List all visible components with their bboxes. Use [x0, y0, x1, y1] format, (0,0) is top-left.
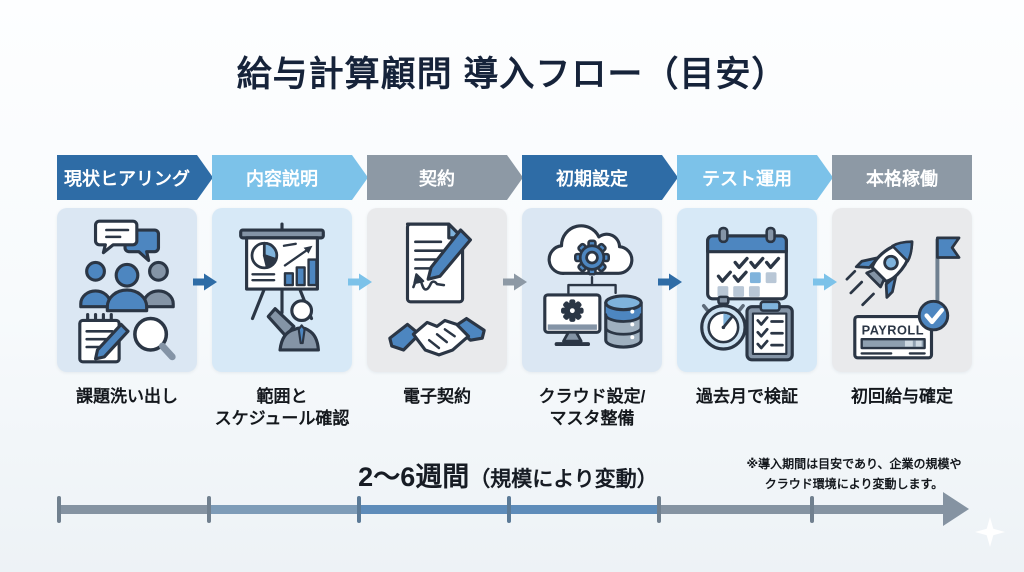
step-header-3: 契約	[367, 155, 523, 200]
step-column-5: テスト運用	[677, 155, 817, 430]
step-card-4	[522, 208, 662, 372]
step-column-1: 現状ヒアリング	[57, 155, 197, 430]
caption-line: 初回給与確定	[851, 387, 953, 406]
step-header-4: 初期設定	[522, 155, 678, 200]
next-step-arrow-icon	[657, 273, 682, 291]
signed-document-pen-handshake-icon	[388, 222, 486, 357]
timeline-segment	[209, 505, 359, 514]
step-label: 契約	[419, 168, 455, 189]
step-caption-4: クラウド設定/ マスタ整備	[522, 386, 662, 430]
step-caption-2: 範囲と スケジュール確認	[212, 386, 352, 430]
step-card-1	[57, 208, 197, 372]
step-header-6: 本格稼働	[832, 155, 972, 200]
next-step-arrow-icon	[347, 273, 372, 291]
caption-line: スケジュール確認	[214, 408, 350, 428]
timeline-arrowhead-icon	[943, 492, 969, 526]
step-column-3: 契約	[367, 155, 507, 430]
footnote: ※導入期間は目安であり、企業の規模や クラウド環境により変動します。	[724, 454, 984, 495]
timeline-segment	[659, 505, 947, 514]
step-label: 内容説明	[246, 168, 318, 189]
next-step-arrow-icon	[502, 273, 527, 291]
timeline-tick	[657, 496, 661, 523]
timeline-tick	[57, 496, 61, 523]
step-card-5	[677, 208, 817, 372]
process-flow: 現状ヒアリング	[57, 155, 973, 445]
footnote-line: クラウド環境により変動します。	[764, 477, 944, 492]
calendar-stopwatch-checklist-icon	[700, 226, 794, 362]
caption-line: 過去月で検証	[696, 387, 798, 406]
step-label: 初期設定	[556, 168, 628, 189]
cloud-gear-monitor-database-icon	[543, 224, 643, 349]
people-discussion-notepad-magnifier-icon	[78, 219, 176, 364]
timeline-bar	[57, 492, 969, 526]
duration-label: 2〜6週間（規模により変動）	[158, 455, 858, 494]
step-caption-5: 過去月で検証	[677, 386, 817, 408]
next-step-arrow-icon	[812, 273, 837, 291]
step-label: テスト運用	[702, 168, 792, 189]
caption-line: 課題洗い出し	[76, 387, 178, 406]
caption-line: クラウド設定/	[538, 387, 646, 406]
presentation-chart-presenter-icon	[239, 222, 325, 352]
footnote-line: ※導入期間は目安であり、企業の規模や	[746, 457, 962, 471]
caption-line: マスタ整備	[549, 408, 635, 428]
step-card-6: PAYROLL	[832, 208, 972, 372]
sparkle-decoration-icon	[975, 517, 1005, 547]
timeline-tick	[357, 496, 361, 523]
step-label: 現状ヒアリング	[64, 168, 190, 189]
step-caption-6: 初回給与確定	[832, 386, 972, 408]
step-header-5: テスト運用	[677, 155, 833, 200]
timeline-segment	[57, 505, 209, 514]
payroll-label: PAYROLL	[862, 322, 924, 337]
step-caption-1: 課題洗い出し	[57, 386, 197, 408]
step-header-1: 現状ヒアリング	[57, 155, 213, 200]
page-title: 給与計算顧問 導入フロー（目安）	[236, 55, 788, 94]
step-column-6: 本格稼働	[832, 155, 972, 430]
step-label: 本格稼働	[866, 168, 938, 189]
duration-main: 2〜6週間	[358, 462, 470, 492]
step-card-2	[212, 208, 352, 372]
caption-line: 電子契約	[403, 387, 471, 406]
duration-sub: （規模により変動）	[469, 468, 658, 491]
timeline-tick	[810, 496, 814, 523]
caption-line: 範囲と	[256, 387, 308, 406]
step-column-4: 初期設定	[522, 155, 662, 430]
step-header-2: 内容説明	[212, 155, 368, 200]
step-card-3	[367, 208, 507, 372]
timeline-tick	[207, 496, 211, 523]
rocket-flag-payroll-check-icon: PAYROLL	[845, 236, 961, 360]
next-step-arrow-icon	[192, 273, 217, 291]
step-column-2: 内容説明	[212, 155, 352, 430]
step-caption-3: 電子契約	[367, 386, 507, 408]
timeline-tick	[507, 496, 511, 523]
